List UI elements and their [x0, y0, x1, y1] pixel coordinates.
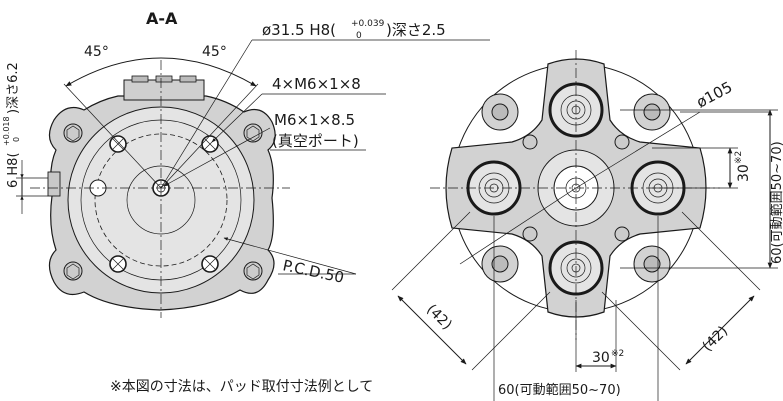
side-fit-tol-lower: 0 [12, 137, 21, 142]
vacuum-port-note: (真空ポート) [272, 132, 359, 150]
left-top-connector [123, 79, 205, 101]
side-fit-depth-label: )深さ6.2 [6, 62, 21, 114]
side-fit-tol-upper: +0.018 [2, 116, 11, 146]
right-hub-bolts [522, 134, 630, 242]
hole-tol-lower: 0 [356, 31, 362, 41]
svg-text:※2: ※2 [734, 151, 744, 164]
dim-42-left: (42) [423, 302, 455, 334]
svg-text:30: 30 [736, 164, 752, 182]
left-corner-bolts [63, 123, 263, 281]
svg-text:※2: ※2 [611, 349, 624, 359]
pcd-label: P.C.D.50 [281, 256, 346, 287]
svg-text:30: 30 [592, 350, 610, 366]
right-view [391, 50, 778, 401]
dim-42-right: (42) [700, 323, 732, 355]
dim-60-horizontal: 60(可動範囲50~70) [498, 383, 621, 398]
dim-60-vertical: 60(可動範囲50~70) [770, 141, 783, 264]
tap-holes-label: 4×M6×1×8 [272, 75, 361, 93]
hole-diameter-callout: ø31.5 H8( +0.039 0 )深さ2.5 [262, 19, 446, 41]
side-fit-callout: 6 H8( +0.018 0 )深さ6.2 [2, 62, 21, 188]
dim-30-horizontal: 30 ※2 [592, 349, 624, 366]
hole-tol-upper: +0.039 [351, 19, 385, 29]
angle-left-label: 45° [84, 44, 109, 60]
right-corner-lobes [481, 93, 671, 283]
dim-30-vertical: 30 ※2 [734, 151, 752, 182]
right-diameter-label: ø105 [693, 78, 735, 112]
angle-right-label: 45° [202, 44, 227, 60]
left-view [16, 39, 490, 318]
hole-diameter-label: ø31.5 H8( [262, 21, 336, 39]
vacuum-port-label: M6×1×8.5 [274, 111, 355, 129]
section-label: A-A [146, 9, 178, 28]
left-side-fitting [47, 171, 61, 197]
footnote: ※本図の寸法は、パッド取付寸法例として [110, 379, 373, 395]
hole-depth-label: )深さ2.5 [386, 21, 446, 39]
side-fit-label: 6 H8( [6, 152, 21, 188]
